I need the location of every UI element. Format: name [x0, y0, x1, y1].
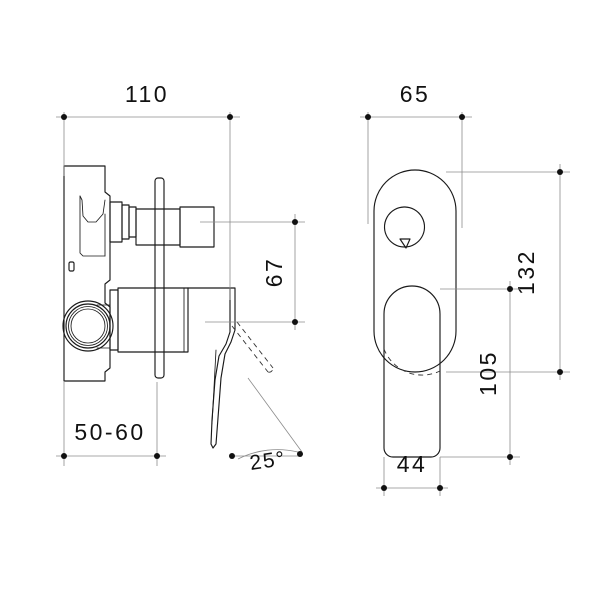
dimension-44: 44: [376, 451, 448, 496]
side-body-outline: [63, 165, 111, 382]
mixer-handle-side: [109, 287, 236, 449]
dimension-50-60-label: 50-60: [74, 419, 145, 445]
front-lever-handle: [383, 285, 441, 458]
lever-swing-indicator: [231, 321, 274, 373]
dimension-25-degree: 25°: [229, 377, 303, 475]
diverter-spindle-assembly: [109, 201, 215, 248]
side-body-slot: [68, 261, 75, 272]
dimension-132: 132: [446, 164, 570, 380]
cover-plate-edge: [154, 177, 165, 379]
side-view-group: [62, 165, 274, 449]
dimension-110-label: 110: [125, 81, 169, 107]
dimension-105: 105: [440, 281, 520, 465]
dimension-65-label: 65: [400, 81, 431, 107]
dimension-110: 110: [56, 81, 240, 300]
dimension-65: 65: [360, 81, 472, 228]
front-diverter-button: [383, 206, 426, 249]
dimension-44-label: 44: [397, 451, 428, 477]
dimension-105-label: 105: [475, 350, 501, 396]
front-view-group: [373, 169, 457, 458]
front-backplate: [373, 169, 457, 373]
dimension-132-label: 132: [513, 249, 539, 295]
dimension-50-60: 50-60: [56, 381, 166, 466]
dimension-25-degree-label: 25°: [248, 447, 287, 475]
dimension-67: 67: [200, 214, 305, 330]
dimension-67-label: 67: [261, 257, 287, 288]
